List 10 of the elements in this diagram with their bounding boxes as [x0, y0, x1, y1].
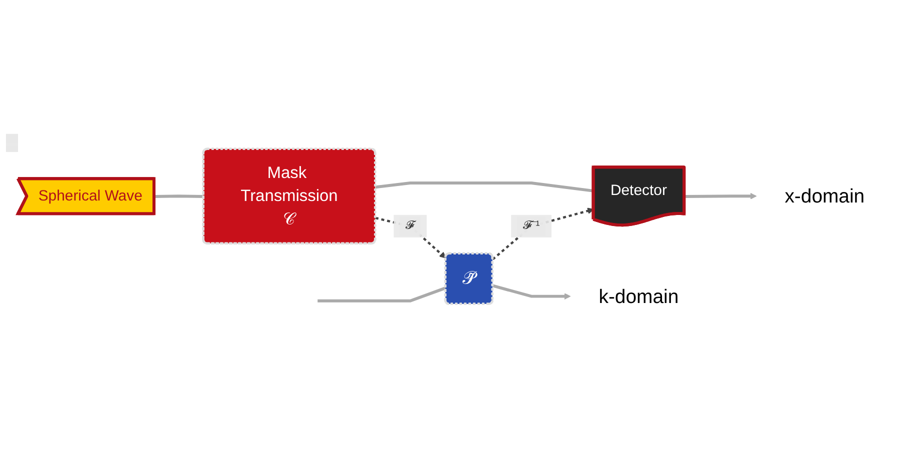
node-text: k-domain — [598, 284, 679, 308]
edge-label: 𝓕⁻¹ — [523, 219, 540, 232]
edge-label: 𝓕 — [406, 219, 415, 232]
arrow — [492, 207, 594, 260]
node-text: x-domain — [784, 184, 865, 207]
connector — [375, 181, 594, 192]
arrow — [492, 284, 571, 300]
connector — [318, 286, 446, 302]
connector — [154, 194, 204, 198]
arrow — [684, 192, 757, 200]
